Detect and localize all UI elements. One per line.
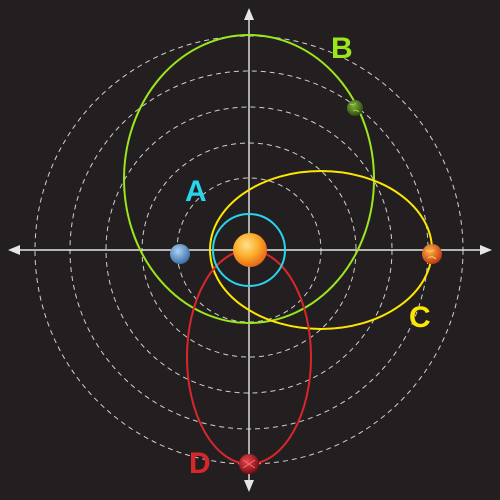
- planet-b-icon: [347, 100, 363, 116]
- planet-a-icon: [170, 244, 190, 264]
- orbit-d-label: D: [189, 447, 211, 480]
- orbit-a: [212, 213, 286, 287]
- x-axis-arrow-left: [8, 245, 20, 255]
- orbit-c-label: C: [409, 301, 431, 334]
- orbit-a-label: A: [185, 175, 207, 208]
- planet-c-icon: [422, 244, 442, 264]
- orbit-b-label: B: [331, 32, 353, 65]
- sun-icon: [233, 233, 267, 267]
- orbit-b: [123, 34, 375, 324]
- y-axis-arrow-up: [244, 8, 254, 20]
- x-axis-arrow-right: [480, 245, 492, 255]
- y-axis-arrow-down: [244, 480, 254, 492]
- planet-d-icon: [239, 454, 259, 474]
